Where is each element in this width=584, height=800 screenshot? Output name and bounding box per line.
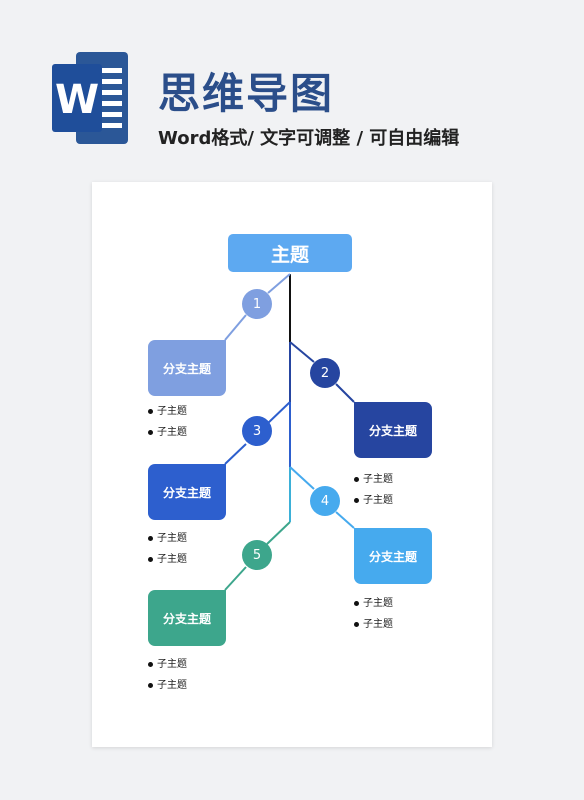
branch-5-subtopics: 子主题 子主题 xyxy=(148,654,187,696)
header: W 思维导图 Word格式/ 文字可调整 / 可自由编辑 xyxy=(0,0,584,175)
branch-2-line xyxy=(289,341,315,363)
page-subtitle: Word格式/ 文字可调整 / 可自由编辑 xyxy=(158,128,460,149)
connector-lines xyxy=(224,273,355,591)
subtopic-item[interactable]: 子主题 xyxy=(354,593,393,614)
branch-1-line xyxy=(224,314,247,341)
page-title: 思维导图 xyxy=(158,69,335,118)
branch-2-line xyxy=(335,383,355,403)
bullet-icon xyxy=(354,601,359,606)
branch-2-subtopics: 子主题 子主题 xyxy=(354,469,393,511)
branch-1-number: 1 xyxy=(242,289,272,319)
branch-3-line xyxy=(266,401,291,425)
subtopic-label: 子主题 xyxy=(157,680,187,691)
branch-4-line xyxy=(335,511,355,529)
subtopic-label: 子主题 xyxy=(363,619,393,630)
word-logo-icon: W xyxy=(52,52,128,144)
subtopic-label: 子主题 xyxy=(157,554,187,565)
subtopic-item[interactable]: 子主题 xyxy=(354,614,393,635)
bullet-icon xyxy=(148,662,153,667)
branch-3-topic[interactable]: 分支主题 xyxy=(148,464,226,520)
subtopic-label: 子主题 xyxy=(157,427,187,438)
subtopic-label: 子主题 xyxy=(157,406,187,417)
branch-5-line xyxy=(224,566,247,591)
subtopic-label: 子主题 xyxy=(363,474,393,485)
branch-1-line xyxy=(267,273,291,294)
subtopic-item[interactable]: 子主题 xyxy=(148,422,187,443)
branch-2-number: 2 xyxy=(310,358,340,388)
subtopic-item[interactable]: 子主题 xyxy=(148,401,187,422)
branch-4-line xyxy=(289,466,315,490)
branch-5-topic[interactable]: 分支主题 xyxy=(148,590,226,646)
bullet-icon xyxy=(354,622,359,627)
branch-4-subtopics: 子主题 子主题 xyxy=(354,593,393,635)
logo-letter: W xyxy=(55,77,99,123)
branch-5-number: 5 xyxy=(242,540,272,570)
subtopic-item[interactable]: 子主题 xyxy=(148,675,187,696)
branch-5-line xyxy=(266,521,291,545)
subtopic-item[interactable]: 子主题 xyxy=(148,528,187,549)
subtopic-label: 子主题 xyxy=(363,495,393,506)
subtopic-item[interactable]: 子主题 xyxy=(148,549,187,570)
branch-3-line xyxy=(224,443,247,465)
branch-4-number: 4 xyxy=(310,486,340,516)
branch-3-subtopics: 子主题 子主题 xyxy=(148,528,187,570)
bullet-icon xyxy=(354,477,359,482)
bullet-icon xyxy=(148,536,153,541)
branch-1-topic[interactable]: 分支主题 xyxy=(148,340,226,396)
bullet-icon xyxy=(148,557,153,562)
branch-1-subtopics: 子主题 子主题 xyxy=(148,401,187,443)
bullet-icon xyxy=(148,430,153,435)
subtopic-item[interactable]: 子主题 xyxy=(148,654,187,675)
subtopic-label: 子主题 xyxy=(157,659,187,670)
branch-2-topic[interactable]: 分支主题 xyxy=(354,402,432,458)
bullet-icon xyxy=(354,498,359,503)
mindmap-canvas: 主题 1 分支主题 子主题 子主题 2 分支主题 子主题 子主题 3 分支主题 … xyxy=(92,182,492,747)
branch-4-topic[interactable]: 分支主题 xyxy=(354,528,432,584)
subtopic-item[interactable]: 子主题 xyxy=(354,490,393,511)
subtopic-label: 子主题 xyxy=(157,533,187,544)
subtopic-item[interactable]: 子主题 xyxy=(354,469,393,490)
main-topic[interactable]: 主题 xyxy=(228,234,352,272)
bullet-icon xyxy=(148,409,153,414)
bullet-icon xyxy=(148,683,153,688)
branch-3-number: 3 xyxy=(242,416,272,446)
subtopic-label: 子主题 xyxy=(363,598,393,609)
